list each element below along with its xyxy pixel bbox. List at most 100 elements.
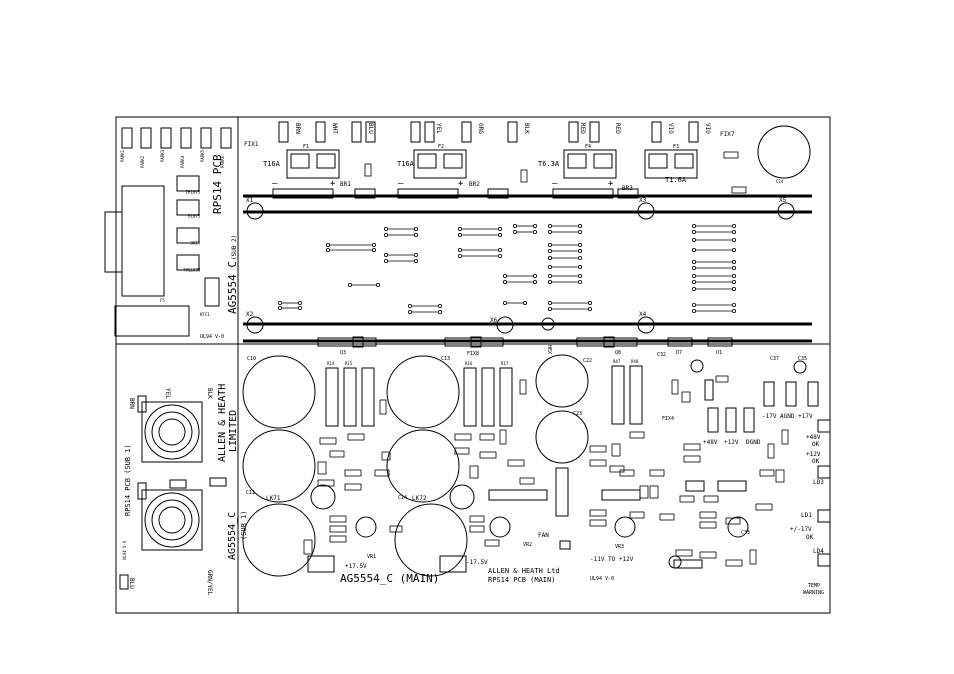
component-footprint [699,521,717,529]
link-pad [548,279,553,284]
main-code: AG5554_C (MAIN) [340,572,439,585]
resistor-labels: R14 R15 R16 R17 R47 R48 [327,359,639,366]
component-footprint [519,477,535,485]
link-pad [407,303,412,308]
svg-text:C22: C22 [583,358,592,364]
link-pad [548,242,553,247]
fix-label: FIX7 [720,131,735,138]
component-footprint [725,517,741,525]
component-footprint [479,433,495,441]
svg-text:DGND: DGND [746,439,761,446]
fuse-rating: T1.6A [665,176,687,184]
link-pad [548,223,553,228]
svg-text:-17V AGND +17V: -17V AGND +17V [762,413,813,420]
main-title: RPS14 PCB (MAIN) [488,576,555,584]
heatsink-labels: Q3 FIX8 Q8 D7 U1 [340,350,722,357]
link-pad [325,247,330,252]
svg-text:OK: OK [812,458,820,465]
component-footprint [649,485,659,499]
link-pad [513,229,518,234]
svg-text:NEUTRAL: NEUTRAL [183,267,200,272]
svg-text:+: + [330,179,336,189]
svg-text:PARK4: PARK4 [180,155,185,168]
link-pad [457,253,462,258]
link-pad [497,226,502,231]
bridge-labels: –+ BR1 –+ BR2 –+ BR3 [272,179,633,192]
link-pad [732,273,737,278]
wire-label: ORG [477,123,484,134]
wire-label: RED [614,123,621,134]
link-pad [692,286,697,291]
component-footprint [329,450,345,458]
component-footprint [699,511,717,519]
svg-text:C23: C23 [573,411,582,417]
link-pad [732,223,737,228]
bridge-label: BR2 [469,181,480,188]
link-pad [578,255,583,260]
hole-label: X1 [246,197,254,204]
link-pad [497,232,502,237]
svg-text:LK72: LK72 [412,495,427,502]
component-footprint [767,443,775,459]
component-footprint [374,469,390,477]
svg-text:UL94 V-0: UL94 V-0 [122,540,127,560]
link-pad [533,223,538,228]
component-footprint [609,465,625,473]
link-pad [533,229,538,234]
link-pad [578,264,583,269]
svg-text:TEMP: TEMP [808,583,820,589]
link-pad [548,229,553,234]
hole-label: X2 [246,311,254,318]
link-pad [502,273,507,278]
component-footprint [681,391,691,403]
svg-text:R47: R47 [613,359,621,364]
svg-text:WARNING: WARNING [803,590,824,596]
link-pad [548,300,553,305]
fuse-rating: T16A [397,160,415,168]
link-pad [277,305,282,310]
link-pad [548,264,553,269]
svg-text:R16: R16 [465,361,473,366]
svg-text:PARK3: PARK3 [160,149,165,162]
component-footprint [329,525,347,533]
bridge-label: BR1 [340,181,351,188]
svg-text:Q8: Q8 [615,350,621,356]
hole-labels: X1 X3 X5 X2 X4 X6 C24 [246,179,787,324]
link-pad [732,286,737,291]
component-footprint [303,539,313,555]
svg-text:+: + [458,179,464,189]
link-pad [732,265,737,270]
bridge-label: BR3 [622,185,633,192]
link-pad [578,242,583,247]
bridge-rectifiers [272,188,639,199]
component-footprint [347,433,365,441]
svg-text:R15: R15 [345,361,353,366]
link-pad [383,252,388,257]
svg-text:GRN/YEL: GRN/YEL [206,570,213,596]
link-pad [533,279,538,284]
svg-text:R17: R17 [501,361,509,366]
sub2-title: RPS14 PCB [211,154,224,214]
svg-text:+: + [608,179,614,189]
component-footprint [589,509,607,517]
link-pad [548,255,553,260]
main-board-labels: LK71 LK72 VR1 VR2 VR3 +17.5V -17.5V -11V… [266,345,824,596]
svg-text:PARK1: PARK1 [120,149,125,162]
svg-text:PARK5: PARK5 [200,149,205,162]
sub1-maker: ALLEN & HEATH [217,384,228,462]
component-footprint [381,451,391,461]
wire-label: VIO [704,123,711,134]
svg-text:+/-17V: +/-17V [790,526,812,533]
component-footprint [589,519,607,527]
component-footprint [589,445,607,453]
link-pad [383,232,388,237]
svg-text:VR3: VR3 [615,544,624,550]
component-footprint [715,375,729,383]
svg-text:C32: C32 [657,352,666,358]
component-footprint [469,525,485,533]
component-footprint [629,511,645,519]
main-maker: ALLEN & HEATH Ltd [488,567,560,575]
svg-text:+48V: +48V [806,434,821,441]
sub1-code: AG5554_C [227,512,238,560]
component-footprint [775,469,785,483]
